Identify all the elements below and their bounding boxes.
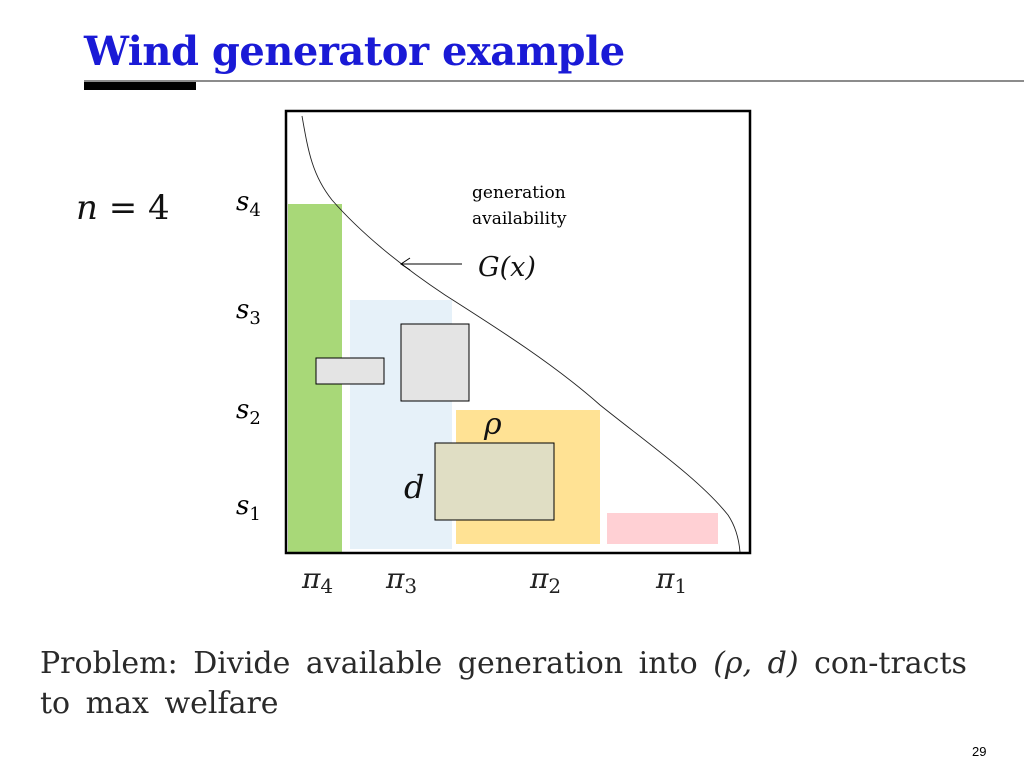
diagram-frame (284, 109, 752, 555)
problem-prefix: Problem: Divide available generation int… (40, 646, 714, 681)
x-label-pi3: π3 (385, 562, 417, 598)
problem-statement: Problem: Divide available generation int… (40, 644, 980, 724)
slide-title: Wind generator example (84, 28, 625, 75)
problem-math: (ρ, d) (713, 646, 799, 681)
n-equals-label: n = 4 (76, 188, 170, 228)
y-level-s2: s2 (236, 395, 261, 429)
contract-box-medium (400, 323, 470, 402)
pi1-block (607, 513, 718, 544)
n-value: = 4 (97, 188, 170, 228)
title-rule (84, 80, 1024, 82)
d-contract-box (434, 442, 555, 521)
x-label-pi4: π4 (301, 562, 333, 598)
generation-availability-curve (301, 115, 741, 553)
x-label-pi2: π2 (529, 562, 561, 598)
y-level-s1: s1 (236, 491, 261, 525)
title-rule-accent (84, 82, 196, 90)
y-level-s4: s4 (236, 187, 261, 221)
x-label-pi1: π1 (655, 562, 687, 598)
page-number: 29 (972, 744, 987, 759)
d-label: d (404, 468, 424, 506)
annotation-line-2: availability (472, 209, 567, 229)
annotation-line-1: generation (472, 183, 566, 203)
contract-box-small (315, 357, 385, 385)
n-variable: n (76, 188, 98, 228)
problem-suffix: con-tracts to max welfare (40, 646, 967, 721)
curve-label: G(x) (478, 252, 536, 283)
y-level-s3: s3 (236, 295, 261, 329)
arrow-head-icon (400, 257, 411, 271)
rho-label: ρ (483, 407, 502, 442)
